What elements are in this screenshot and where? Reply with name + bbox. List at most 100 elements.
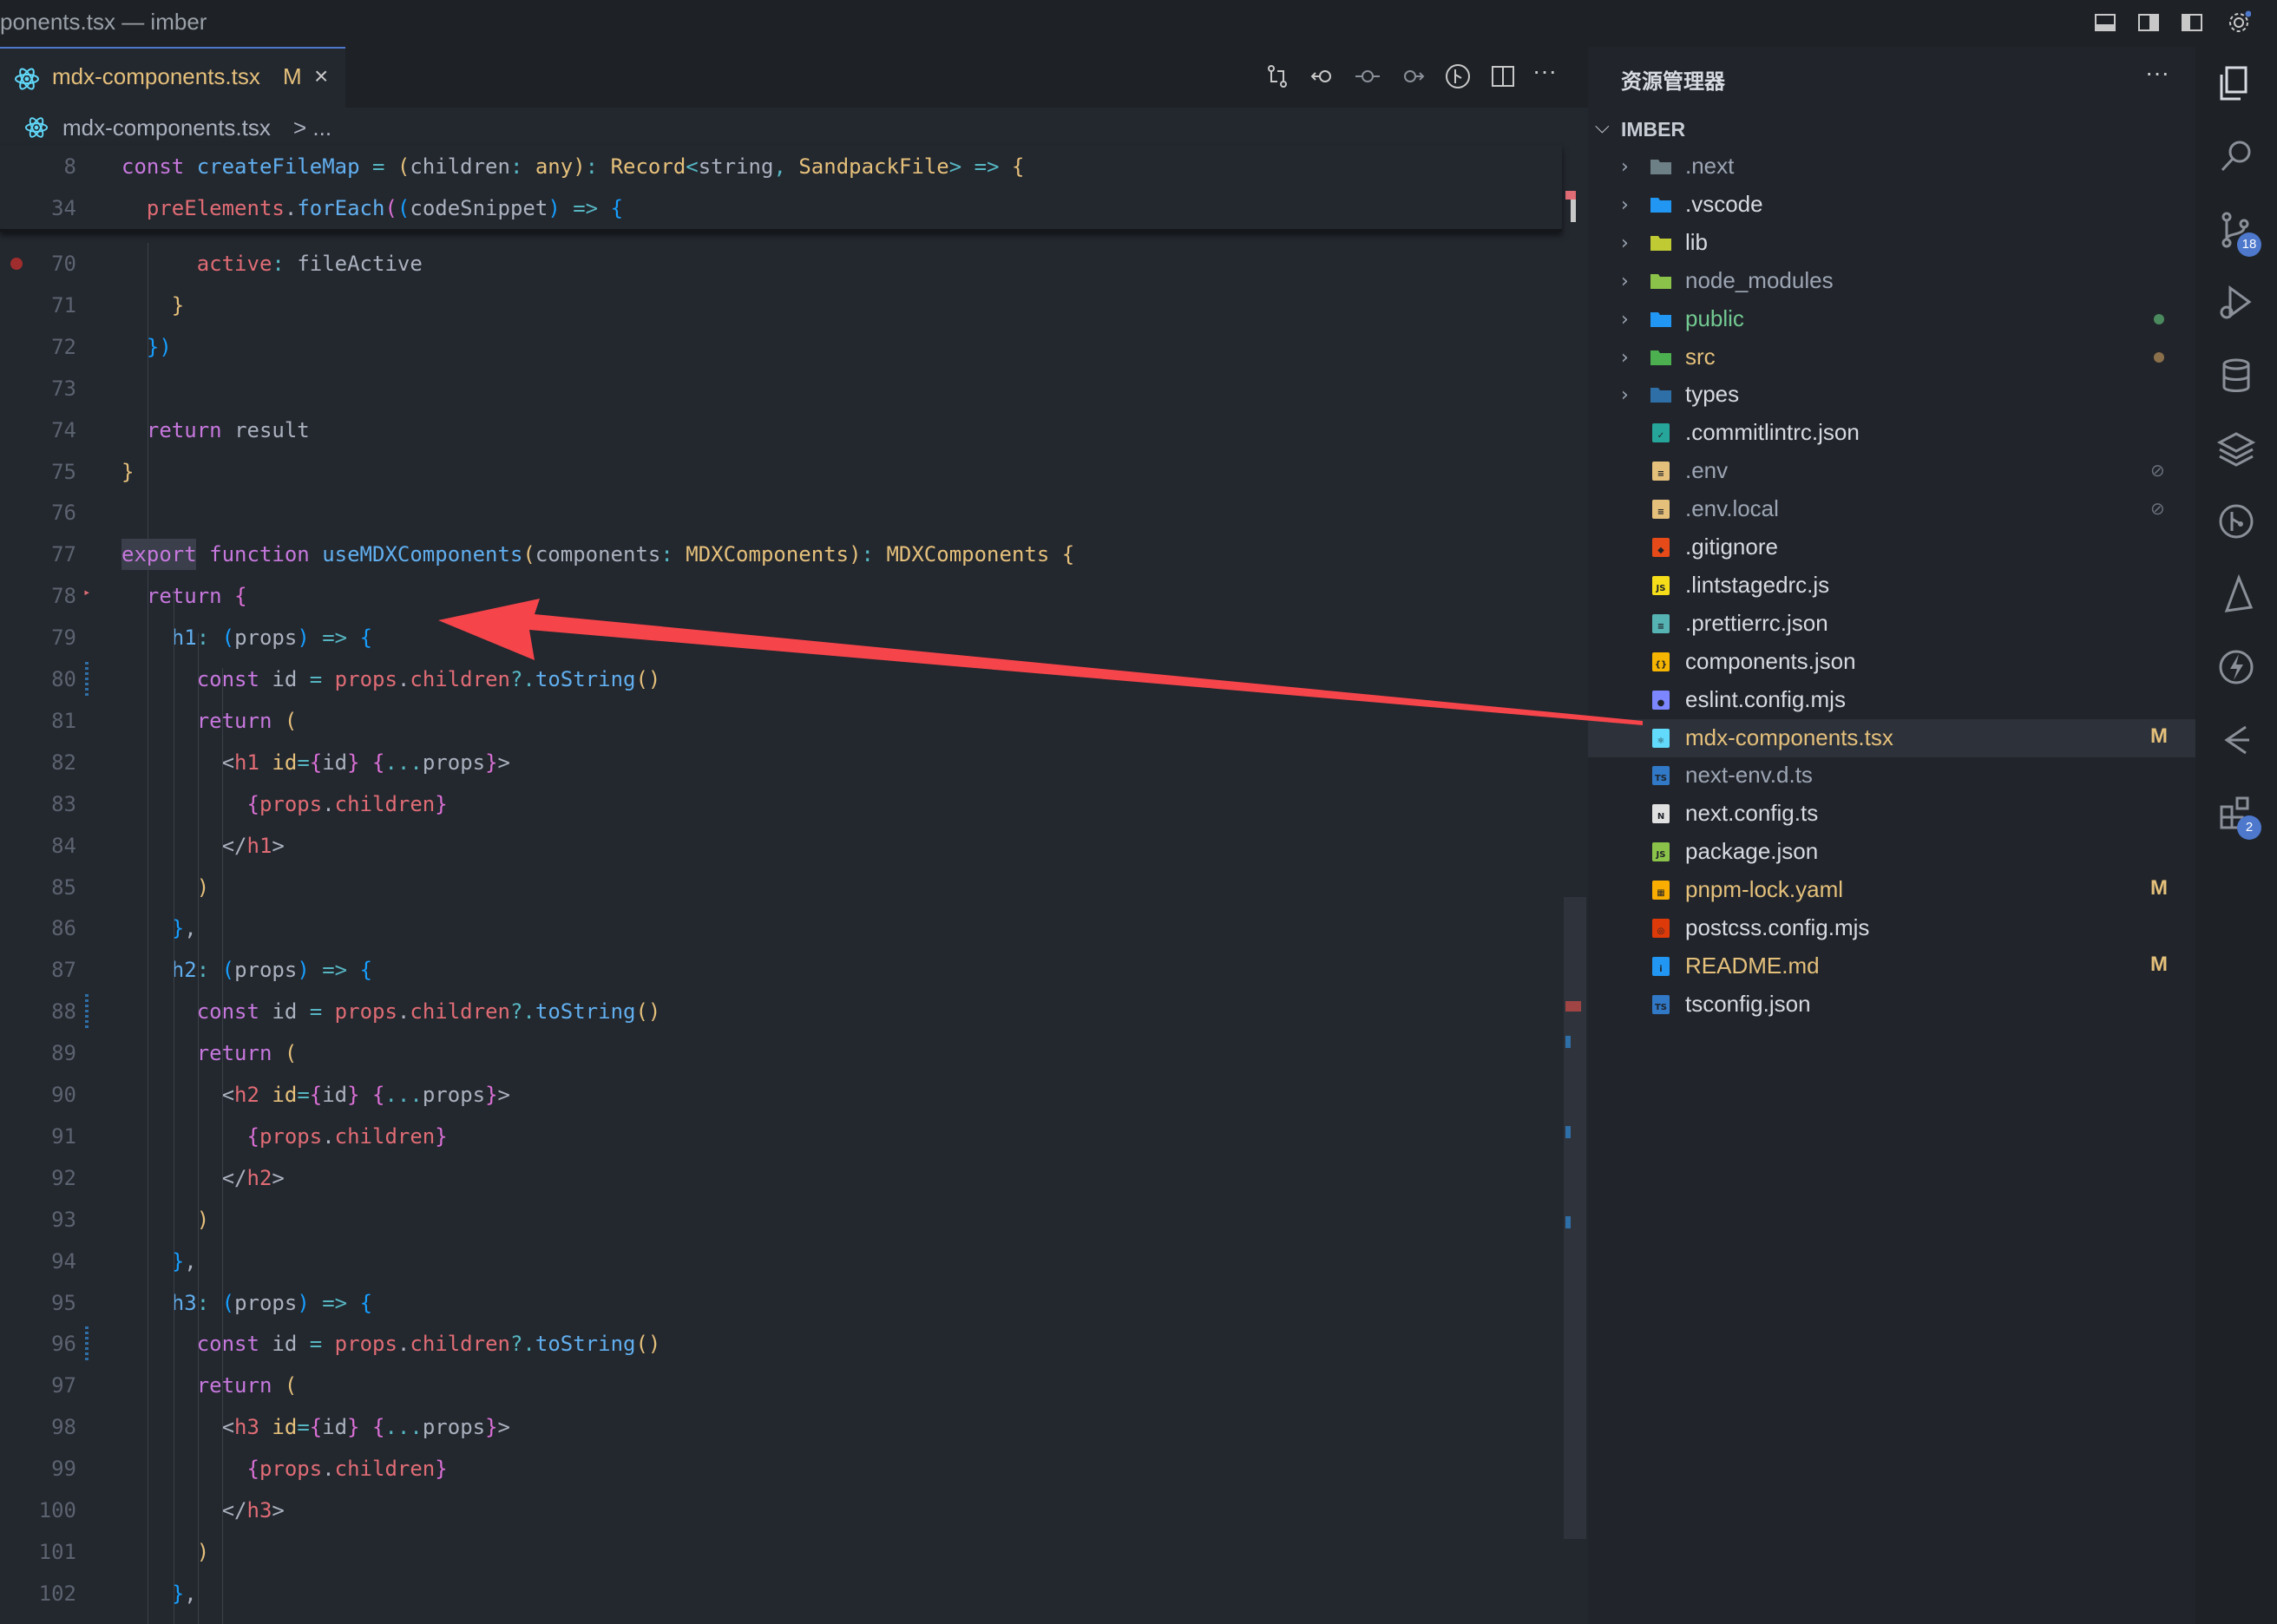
chevron-right-icon[interactable]: › (1621, 270, 1629, 292)
line-number[interactable]: 72 (51, 335, 76, 359)
line-number[interactable]: 96 (51, 1332, 76, 1356)
line-number[interactable]: 73 (51, 377, 76, 401)
chevron-right-icon[interactable]: › (1621, 156, 1629, 178)
file-item[interactable]: {}components.json (1588, 643, 2195, 681)
code-line[interactable]: 87 h2: (props) => { (0, 949, 1562, 991)
explorer-icon[interactable] (2215, 62, 2258, 106)
file-item[interactable]: ●eslint.config.mjs (1588, 681, 2195, 719)
toggle-panel-icon[interactable] (2093, 10, 2117, 35)
code-line[interactable]: 91 {props.children} (0, 1116, 1562, 1157)
settings-gear-icon[interactable] (2227, 10, 2251, 35)
file-item[interactable]: ◎postcss.config.mjs (1588, 909, 2195, 947)
chevron-right-icon[interactable]: › (1621, 346, 1629, 369)
code-line[interactable]: 86 }, (0, 907, 1562, 949)
folder-item[interactable]: ›.next (1588, 147, 2195, 186)
change-marker[interactable] (85, 1326, 89, 1361)
folder-item[interactable]: ›src (1588, 338, 2195, 377)
file-item[interactable]: ✓.commitlintrc.json (1588, 414, 2195, 452)
code-line[interactable]: 101 ) (0, 1531, 1562, 1573)
line-number[interactable]: 95 (51, 1291, 76, 1315)
line-number[interactable]: 78 (51, 584, 76, 608)
prisma-icon[interactable] (2215, 573, 2258, 616)
line-number[interactable]: 86 (51, 916, 76, 940)
code-line[interactable]: 34 preElements.forEach((codeSnippet) => … (0, 187, 1562, 229)
file-item[interactable]: ≡.prettierrc.json (1588, 605, 2195, 643)
code-line[interactable]: 70 active: fileActive (0, 243, 1562, 285)
code-line[interactable]: 96 const id = props.children?.toString() (0, 1323, 1562, 1365)
go-back-change-icon[interactable] (1309, 62, 1336, 90)
line-number[interactable]: 88 (51, 999, 76, 1024)
chevron-right-icon[interactable]: › (1621, 193, 1629, 216)
line-number[interactable]: 93 (51, 1208, 76, 1232)
folder-item[interactable]: ›lib (1588, 224, 2195, 262)
chevron-right-icon[interactable]: › (1621, 308, 1629, 331)
source-control-icon[interactable] (2215, 208, 2258, 252)
toggle-primary-sidebar-icon[interactable] (2180, 10, 2204, 35)
run-debug-icon[interactable] (2215, 281, 2258, 324)
code-line[interactable]: 99 {props.children} (0, 1448, 1562, 1490)
line-number[interactable]: 80 (51, 667, 76, 691)
line-number[interactable]: 94 (51, 1249, 76, 1274)
code-line[interactable]: 85 ) (0, 867, 1562, 908)
line-number[interactable]: 81 (51, 709, 76, 733)
git-compare-icon[interactable] (1263, 62, 1291, 90)
line-number[interactable]: 34 (51, 196, 76, 220)
tab-close-button[interactable]: × (314, 62, 329, 89)
folder-item[interactable]: ›.vscode (1588, 186, 2195, 224)
folder-item[interactable]: ›public (1588, 300, 2195, 338)
code-line[interactable]: 95 h3: (props) => { (0, 1282, 1562, 1324)
line-number[interactable]: 92 (51, 1166, 76, 1190)
line-number[interactable]: 71 (51, 293, 76, 318)
tab-mdx-components[interactable]: mdx-components.tsx M × (0, 47, 345, 108)
line-number[interactable]: 101 (38, 1540, 76, 1564)
git-commit-icon[interactable] (1354, 62, 1381, 90)
layers-icon[interactable] (2215, 427, 2258, 470)
breadcrumb-symbol[interactable]: > ... (293, 115, 332, 141)
code-line[interactable]: 93 ) (0, 1199, 1562, 1241)
code-line[interactable]: 78 return {▸ (0, 575, 1562, 617)
line-number[interactable]: 90 (51, 1083, 76, 1107)
folder-item[interactable]: ›types (1588, 376, 2195, 414)
explorer-more-icon[interactable]: ··· (2145, 59, 2169, 86)
file-item[interactable]: ≡.env.local⊘ (1588, 490, 2195, 528)
editor-scrollbar[interactable] (1562, 108, 1588, 1624)
code-line[interactable]: 74 return result (0, 409, 1562, 451)
line-number[interactable]: 83 (51, 792, 76, 816)
line-number[interactable]: 102 (38, 1581, 76, 1606)
code-line[interactable]: 90 <h2 id={id} {...props}> (0, 1074, 1562, 1116)
code-line[interactable]: 76 (0, 492, 1562, 534)
code-line[interactable]: 94 }, (0, 1241, 1562, 1282)
line-number[interactable]: 98 (51, 1415, 76, 1439)
git-graph-icon[interactable] (1444, 62, 1472, 90)
change-marker[interactable] (85, 662, 89, 697)
code-line[interactable]: 79 h1: (props) => { (0, 617, 1562, 658)
code-line[interactable]: 88 const id = props.children?.toString() (0, 991, 1562, 1032)
chevron-right-icon[interactable]: › (1621, 232, 1629, 254)
code-line[interactable]: 100 </h3> (0, 1490, 1562, 1531)
code-line[interactable]: 84 </h1> (0, 825, 1562, 867)
code-line[interactable]: 102 }, (0, 1573, 1562, 1614)
file-item[interactable]: JS.lintstagedrc.js (1588, 566, 2195, 605)
line-number[interactable]: 100 (38, 1498, 76, 1522)
line-number[interactable]: 79 (51, 625, 76, 650)
line-number[interactable]: 89 (51, 1041, 76, 1065)
line-number[interactable]: 8 (63, 154, 76, 179)
code-line[interactable]: 92 </h2> (0, 1157, 1562, 1199)
toggle-secondary-sidebar-icon[interactable] (2136, 10, 2161, 35)
file-item[interactable]: ≡.env⊘ (1588, 452, 2195, 490)
code-line[interactable]: 81 return ( (0, 700, 1562, 742)
code-line[interactable]: 98 <h3 id={id} {...props}> (0, 1406, 1562, 1448)
code-line[interactable]: 80 const id = props.children?.toString() (0, 658, 1562, 700)
explorer-root-folder[interactable]: ⌵ IMBER (1588, 111, 2195, 147)
file-item[interactable]: ◆.gitignore (1588, 528, 2195, 566)
code-line[interactable]: 89 return ( (0, 1032, 1562, 1074)
